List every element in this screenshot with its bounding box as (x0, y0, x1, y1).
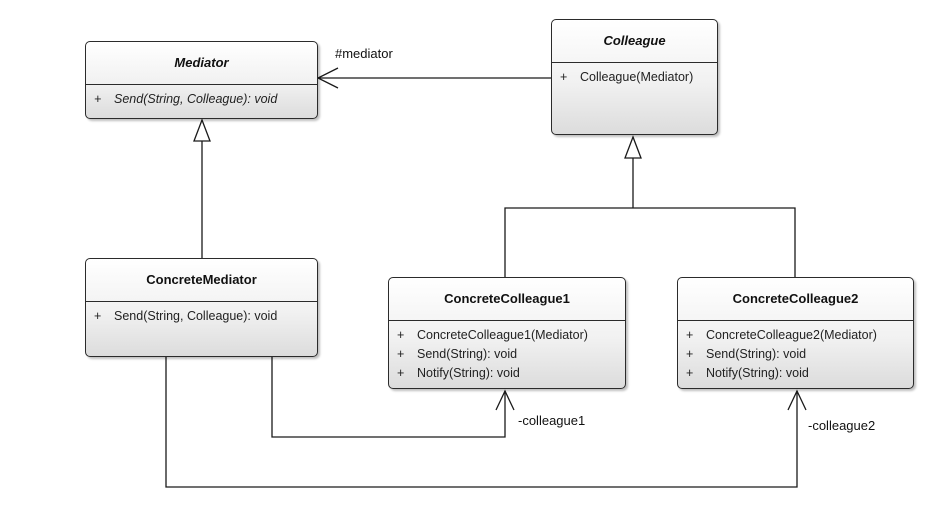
operation-signature: Notify(String): void (706, 366, 809, 380)
generalization-concretecolleague2 (633, 207, 796, 277)
visibility-marker: + (686, 366, 694, 380)
operations-compartment: + Send(String, Colleague): void (86, 302, 317, 326)
role-label-colleague2: -colleague2 (808, 418, 876, 433)
visibility-marker: + (686, 347, 694, 361)
class-concretemediator[interactable]: ConcreteMediator + Send(String, Colleagu… (85, 258, 318, 357)
class-concretecolleague2[interactable]: ConcreteColleague2 + ConcreteColleague2(… (677, 277, 914, 389)
generalization-triangle-colleague (624, 135, 642, 159)
class-name: Mediator (86, 42, 317, 85)
role-label-mediator: #mediator (335, 46, 393, 61)
operation-signature: Send(String): void (706, 347, 807, 361)
association-to-concretecolleague2 (165, 357, 798, 488)
class-name: ConcreteColleague2 (678, 278, 913, 321)
operation-signature: ConcreteColleague2(Mediator) (706, 328, 877, 342)
operation-signature: ConcreteColleague1(Mediator) (417, 328, 588, 342)
operation-signature: Send(String, Colleague): void (114, 92, 278, 106)
visibility-marker: + (94, 309, 102, 323)
class-name: ConcreteColleague1 (389, 278, 625, 321)
visibility-marker: + (686, 328, 694, 342)
generalization-triangle-mediator (193, 118, 211, 142)
operations-compartment: + ConcreteColleague1(Mediator) + Send(St… (389, 321, 625, 383)
operation-signature: Send(String, Colleague): void (114, 309, 278, 323)
operation: + Send(String, Colleague): void (86, 307, 317, 326)
operation-signature: Send(String): void (417, 347, 518, 361)
association-arrowhead-concretecolleague2 (787, 389, 807, 411)
class-concretecolleague1[interactable]: ConcreteColleague1 + ConcreteColleague1(… (388, 277, 626, 389)
class-colleague[interactable]: Colleague + Colleague(Mediator) (551, 19, 718, 135)
visibility-marker: + (397, 366, 405, 380)
operation-signature: Colleague(Mediator) (580, 70, 694, 84)
role-label-colleague1: -colleague1 (518, 413, 586, 428)
visibility-marker: + (94, 92, 102, 106)
association-arrowhead-mediator (316, 67, 339, 89)
class-name: ConcreteMediator (86, 259, 317, 302)
association-to-concretecolleague1 (271, 357, 506, 438)
operation: + ConcreteColleague2(Mediator) (678, 326, 913, 345)
operation: + Notify(String): void (678, 364, 913, 383)
operation: + Send(String, Colleague): void (86, 90, 317, 109)
association-arrowhead-concretecolleague1 (495, 389, 515, 411)
operation: + Send(String): void (389, 345, 625, 364)
class-mediator[interactable]: Mediator + Send(String, Colleague): void (85, 41, 318, 119)
visibility-marker: + (397, 328, 405, 342)
operations-compartment: + ConcreteColleague2(Mediator) + Send(St… (678, 321, 913, 383)
operation-signature: Notify(String): void (417, 366, 520, 380)
generalization-concretecolleague1 (504, 207, 633, 277)
operation: + ConcreteColleague1(Mediator) (389, 326, 625, 345)
class-name: Colleague (552, 20, 717, 63)
visibility-marker: + (397, 347, 405, 361)
operations-compartment: + Colleague(Mediator) (552, 63, 717, 87)
operation: + Send(String): void (678, 345, 913, 364)
visibility-marker: + (560, 70, 568, 84)
operation: + Colleague(Mediator) (552, 68, 717, 87)
operation: + Notify(String): void (389, 364, 625, 383)
operations-compartment: + Send(String, Colleague): void (86, 85, 317, 109)
